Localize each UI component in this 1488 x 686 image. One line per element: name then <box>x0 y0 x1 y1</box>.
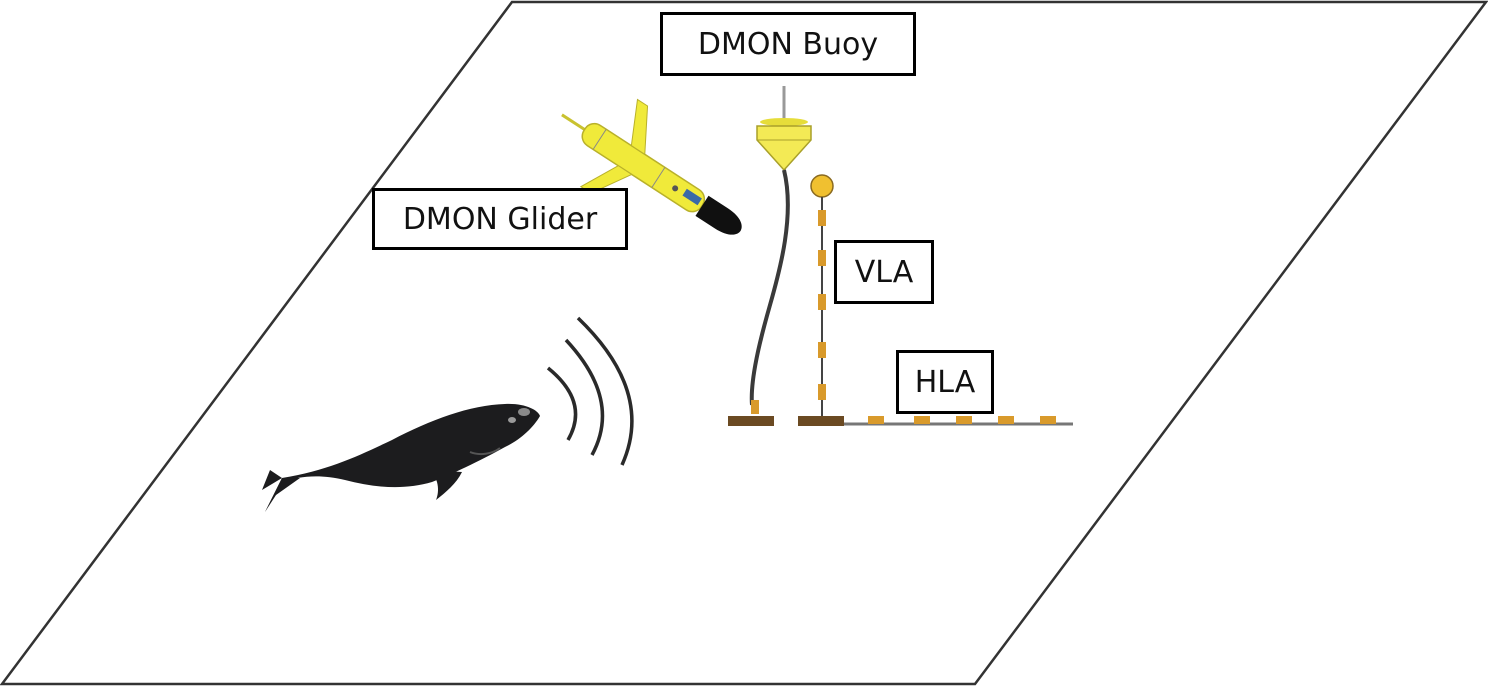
vla-array-icon <box>798 174 844 426</box>
buoy-icon <box>728 86 812 426</box>
vla-label: VLA <box>834 240 934 304</box>
whale-icon <box>262 403 540 512</box>
hla-label: HLA <box>896 350 994 414</box>
glider-icon <box>561 98 742 235</box>
dmon-buoy-label: DMON Buoy <box>660 12 916 76</box>
sound-waves-icon <box>546 316 634 466</box>
dmon-glider-label: DMON Glider <box>372 188 628 250</box>
hla-array-icon <box>844 416 1073 426</box>
